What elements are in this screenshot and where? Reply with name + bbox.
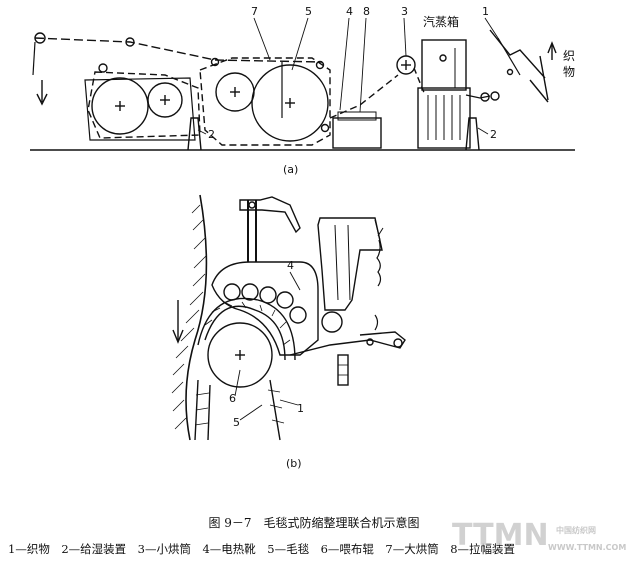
label-3: 3	[401, 5, 408, 18]
humidifier-left	[187, 117, 202, 151]
fabric-1	[269, 379, 281, 441]
surface-hatching	[171, 204, 207, 430]
label-2-right: 2	[490, 128, 497, 141]
label-8: 8	[363, 5, 370, 18]
adjust-screw	[337, 354, 349, 386]
label-1: 1	[482, 5, 489, 18]
watermark-url: WWW.TTMN.COM	[548, 543, 626, 552]
figure-caption: 图 9－7 毛毯式防缩整理联合机示意图	[208, 515, 419, 530]
stenter-box	[332, 117, 382, 149]
arrow-head	[36, 93, 48, 106]
steam-box-coil	[427, 95, 461, 140]
label-5: 5	[305, 5, 312, 18]
label-b-4: 4	[287, 259, 294, 272]
leader-lines-b	[234, 271, 301, 421]
label-4: 4	[346, 5, 353, 18]
humidifier-right	[465, 117, 480, 151]
watermark-logo: TTMN	[452, 518, 549, 553]
pressure-lever	[239, 196, 301, 234]
watermark-sub: 中国纺织网	[556, 525, 596, 535]
tension-spring	[376, 239, 382, 287]
subfigure-a-label: (a)	[283, 163, 298, 176]
leader-lines-a	[197, 17, 499, 135]
fabric-label-1: 织	[563, 49, 575, 63]
label-b-6: 6	[229, 392, 236, 405]
feed-roller-6	[207, 322, 273, 388]
big-dryer-cylinder	[251, 64, 329, 142]
steam-box-body	[417, 87, 471, 149]
small-dryer-roller	[147, 82, 183, 118]
label-b-1: 1	[297, 402, 304, 415]
felt-band	[204, 305, 286, 361]
diagram-b	[171, 194, 406, 441]
guide-wheel	[321, 311, 343, 333]
steam-box-label: 汽蒸箱	[423, 14, 459, 29]
label-2-left: 2	[208, 128, 215, 141]
guide-roller	[125, 37, 135, 47]
roller-left-large	[91, 77, 149, 135]
figure-legend: 1—织物 2—给湿装置 3—小烘筒 4—电热靴 5—毛毯 6—喂布辊 7—大烘筒…	[8, 542, 515, 556]
subfigure-b-label: (b)	[286, 457, 302, 470]
diagram-a	[30, 29, 575, 151]
big-dryer-surface	[185, 194, 208, 441]
guide-roller	[98, 63, 108, 73]
guide-roller	[34, 32, 46, 44]
label-b-5: 5	[233, 416, 240, 429]
label-7: 7	[251, 5, 258, 18]
fabric-label-2: 物	[563, 65, 575, 79]
felt-left	[87, 71, 201, 139]
felt-right	[199, 57, 331, 146]
steam-box-top	[421, 39, 467, 91]
small-dryer-housing	[84, 77, 196, 141]
fabric-path-top	[34, 37, 323, 63]
lever-arm	[289, 331, 406, 356]
